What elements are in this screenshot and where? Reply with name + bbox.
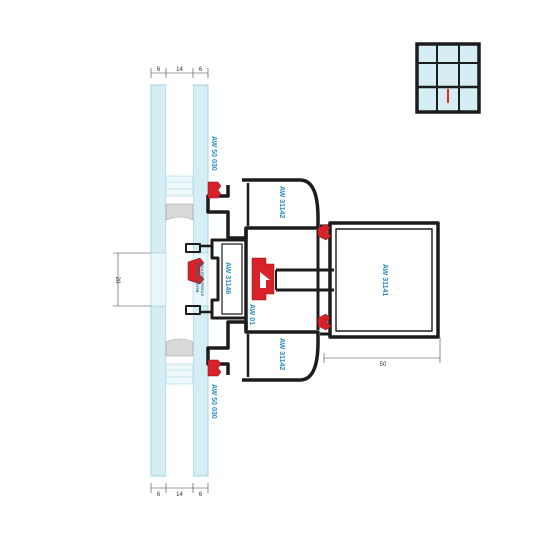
- dim-top-3: 6: [199, 67, 203, 73]
- dim-width: 50: [380, 362, 387, 368]
- label-insert-2: INSULATION PROFILE: [200, 262, 204, 296]
- label-bottom-cover: AW 50 030: [210, 384, 217, 419]
- dim-bottom-2: 14: [176, 492, 183, 498]
- label-mullion: AW 31146: [224, 262, 231, 294]
- profile-assembly: [185, 178, 440, 382]
- dim-bottom-1: 6: [157, 492, 161, 498]
- dim-bottom-3: 6: [199, 492, 203, 498]
- window-grid-icon: [415, 42, 481, 114]
- label-top-cover: AW 50 030: [210, 136, 217, 171]
- label-insert-1: ZUBEHÖR / SISTEM: [195, 262, 200, 293]
- gasket-upper-right: [317, 223, 332, 241]
- gasket-center-left: [187, 257, 205, 285]
- dim-top-2: 14: [176, 67, 183, 73]
- dim-top-1: 6: [157, 67, 161, 73]
- glass-lower: [150, 305, 209, 477]
- label-lower-profile: AW 31142: [278, 338, 285, 370]
- dim-gap: 20: [114, 277, 120, 284]
- glass-upper: [150, 84, 209, 254]
- dimension-lines: [113, 68, 441, 493]
- gasket-top: [207, 181, 222, 199]
- label-upper-profile: AW 31142: [278, 186, 285, 218]
- gasket-lower-right: [317, 313, 332, 331]
- gasket-bottom: [207, 359, 222, 377]
- label-connector: AW 01: [248, 304, 255, 325]
- connector-arrow: [260, 272, 270, 288]
- label-transom: AW 31141: [381, 264, 388, 296]
